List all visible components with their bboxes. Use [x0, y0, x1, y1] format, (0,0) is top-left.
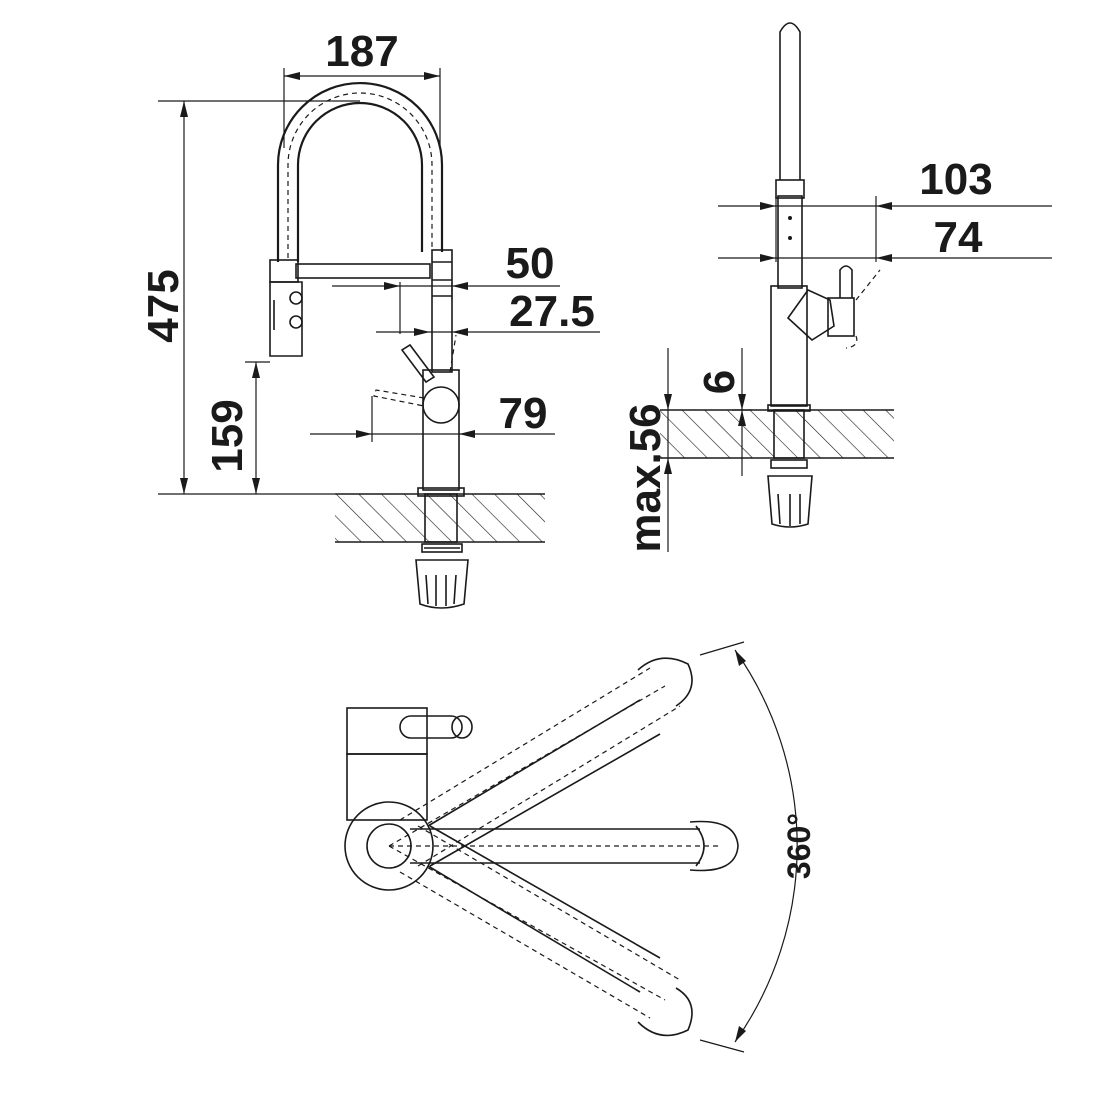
- spout-top: [410, 828, 700, 864]
- column-side: [777, 195, 803, 289]
- dim-label-50: 50: [506, 239, 555, 288]
- lever-top: [399, 715, 463, 739]
- dim-label-27-5: 27.5: [509, 287, 595, 336]
- dim-label-74: 74: [934, 213, 983, 262]
- lever-handle-side: [839, 265, 853, 298]
- mounting-nut-front: [415, 559, 469, 609]
- dim-label-475: 475: [139, 269, 188, 342]
- gooseneck-outer: [276, 81, 444, 262]
- dim-label-6: 6: [695, 370, 744, 394]
- column-front: [431, 249, 453, 373]
- body-front: [422, 369, 460, 491]
- mounting-nut-side: [767, 475, 813, 528]
- top-view: 360°: [344, 641, 817, 1053]
- body-side: [770, 285, 808, 407]
- countertop-hatch-side: [660, 410, 894, 458]
- handle-block-top: [346, 707, 428, 755]
- dim-label-79: 79: [499, 389, 548, 438]
- spout-head-rotated-lower: [637, 987, 693, 1037]
- spray-head-front: [269, 281, 303, 357]
- body-block-top: [346, 753, 428, 821]
- dim-label-187: 187: [325, 27, 398, 76]
- spout-side: [779, 22, 801, 180]
- countertop-hatch-front: [335, 494, 545, 542]
- dim-label-103: 103: [919, 155, 992, 204]
- rotation-arc: [734, 649, 798, 1043]
- spout-head-rotated-upper: [637, 657, 693, 707]
- side-view: 103 74 6 max.56: [621, 22, 1052, 553]
- shank-side: [773, 409, 805, 459]
- dim-label-360: 360°: [781, 813, 817, 879]
- spray-holder-arm: [295, 263, 431, 279]
- mixer-cartridge-front: [422, 386, 460, 424]
- pivot-base-outer: [344, 801, 434, 891]
- dim-label-max-56: max.56: [621, 403, 670, 552]
- gooseneck-inner: [296, 101, 424, 262]
- dim-label-159: 159: [203, 399, 252, 472]
- lever-front: [400, 343, 436, 384]
- spray-button-upper: [289, 291, 303, 305]
- front-view: 187 475 159 50 27.5 79: [139, 27, 600, 609]
- lever-base-side: [786, 288, 835, 342]
- shank-front: [424, 493, 458, 543]
- spray-button-lower: [289, 315, 303, 329]
- spout-head-top: [689, 820, 739, 872]
